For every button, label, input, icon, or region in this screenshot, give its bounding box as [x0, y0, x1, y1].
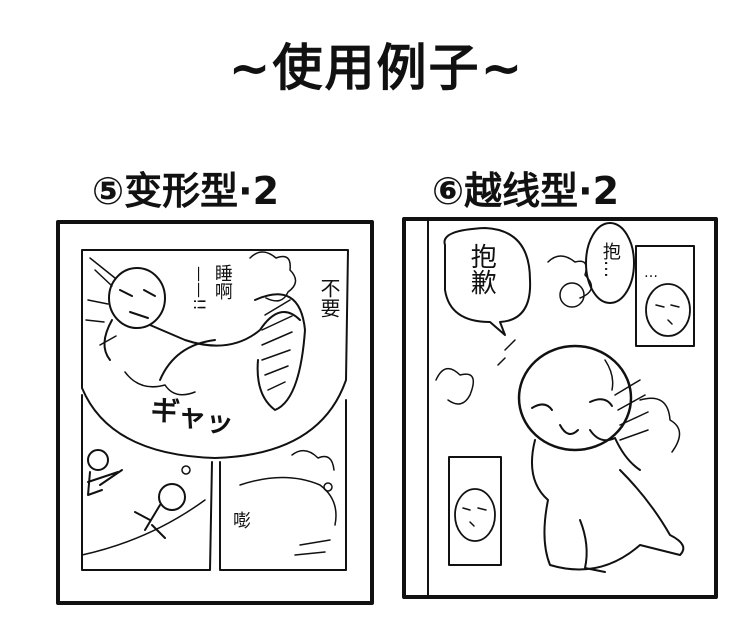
panel-text-sleep: 睡啊: [211, 264, 233, 300]
panel-text-no: 不要: [317, 278, 341, 318]
example-5-comic: [56, 220, 374, 605]
example-5-label: ⑤变形型·2: [92, 169, 280, 213]
example-6-comic: [402, 217, 718, 599]
page-title: ~使用例子~: [228, 39, 525, 97]
panel-text-exclaim: ——!!: [189, 266, 209, 311]
panel-text-ellipsis: …: [644, 265, 658, 281]
example-6-label: ⑥越线型·2: [432, 169, 620, 213]
comic-frame-5: [56, 220, 374, 605]
bubble-text-sorry: 抱歉: [466, 243, 497, 295]
bubble-text-sor: 抱…: [599, 242, 621, 278]
panel-text-sfx-peng: 嘭: [233, 511, 251, 532]
comic-frame-6: [402, 217, 718, 599]
